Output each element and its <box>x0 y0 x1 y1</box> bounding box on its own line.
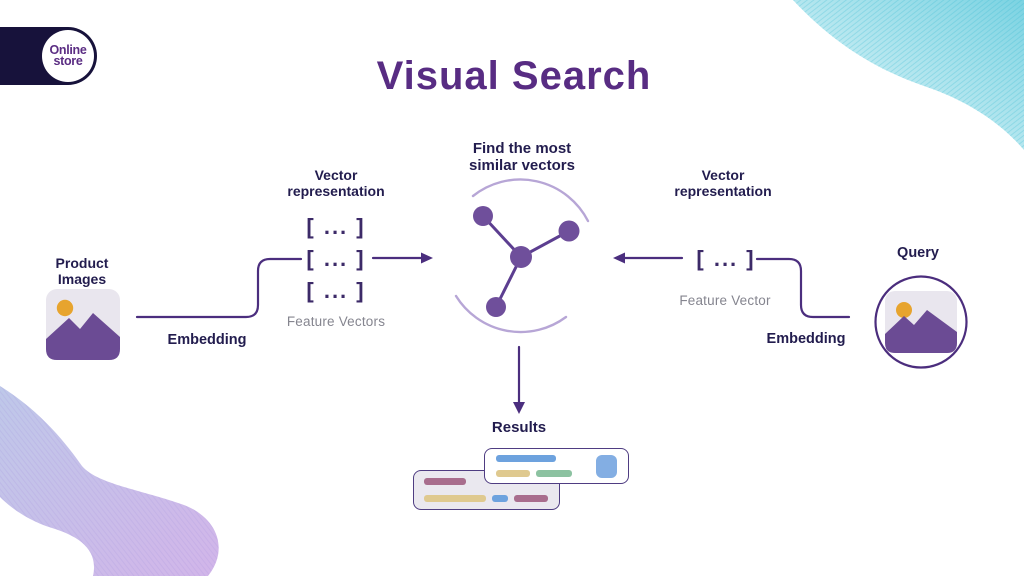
arrow-right-to-center-icon <box>613 252 684 264</box>
logo-badge: Online store <box>42 30 94 82</box>
result-bar <box>492 495 508 502</box>
vector-bracket-row: [ ... ] <box>306 278 366 303</box>
feature-vector-bracket: [ ... ] <box>696 243 755 275</box>
result-bar <box>424 495 486 502</box>
embedding-left-connector <box>135 257 303 319</box>
result-card-front <box>484 448 629 484</box>
query-label: Query <box>897 245 939 261</box>
vector-cluster-icon <box>454 178 590 334</box>
product-images-label: Product Images <box>55 255 109 288</box>
result-bar <box>496 470 530 477</box>
similarity-heading: Find the most similar vectors <box>469 140 575 174</box>
vector-representation-left-heading: Vector representation <box>287 167 385 200</box>
results-label: Results <box>491 419 547 436</box>
teal-wave-decoration <box>793 0 1024 150</box>
vector-bracket-row: [ ... ] <box>306 246 366 271</box>
result-card-bars <box>496 455 572 477</box>
feature-vector-caption: Feature Vector <box>679 293 771 308</box>
result-bar-row <box>424 495 549 502</box>
feature-vectors-caption: Feature Vectors <box>286 314 386 329</box>
feature-vectors-brackets: [ ... ] [ ... ] [ ... ] <box>306 211 365 307</box>
arrow-down-to-results-icon <box>513 345 525 414</box>
result-bar <box>496 455 556 462</box>
embedding-right-label: Embedding <box>766 331 846 347</box>
mountains-icon <box>46 313 120 360</box>
sun-icon <box>896 302 912 318</box>
result-bar <box>424 478 466 485</box>
mountains-icon <box>885 310 957 353</box>
embedding-right-connector <box>755 257 851 319</box>
result-bar <box>514 495 548 502</box>
lavender-wave-decoration <box>0 386 219 576</box>
vector-bracket-row: [ ... ] <box>696 246 756 271</box>
arrow-left-to-center-icon <box>371 252 433 264</box>
product-image-icon <box>46 289 120 360</box>
online-store-logo: Online store <box>0 27 97 85</box>
result-bar-row <box>496 470 572 477</box>
logo-text-line2: store <box>53 54 83 68</box>
result-bar-row <box>424 478 549 485</box>
logo-text-line1: Online <box>49 42 87 57</box>
embedding-left-label: Embedding <box>167 332 247 348</box>
vector-representation-right-heading: Vector representation <box>674 167 772 200</box>
vector-bracket-row: [ ... ] <box>306 214 366 239</box>
sun-icon <box>56 299 74 317</box>
result-card-bars <box>424 478 549 502</box>
result-thumbnail <box>596 454 617 478</box>
page-title: Visual Search <box>376 54 652 98</box>
query-image-icon <box>874 275 968 369</box>
result-bar <box>536 470 572 477</box>
result-bar-row <box>496 455 572 462</box>
